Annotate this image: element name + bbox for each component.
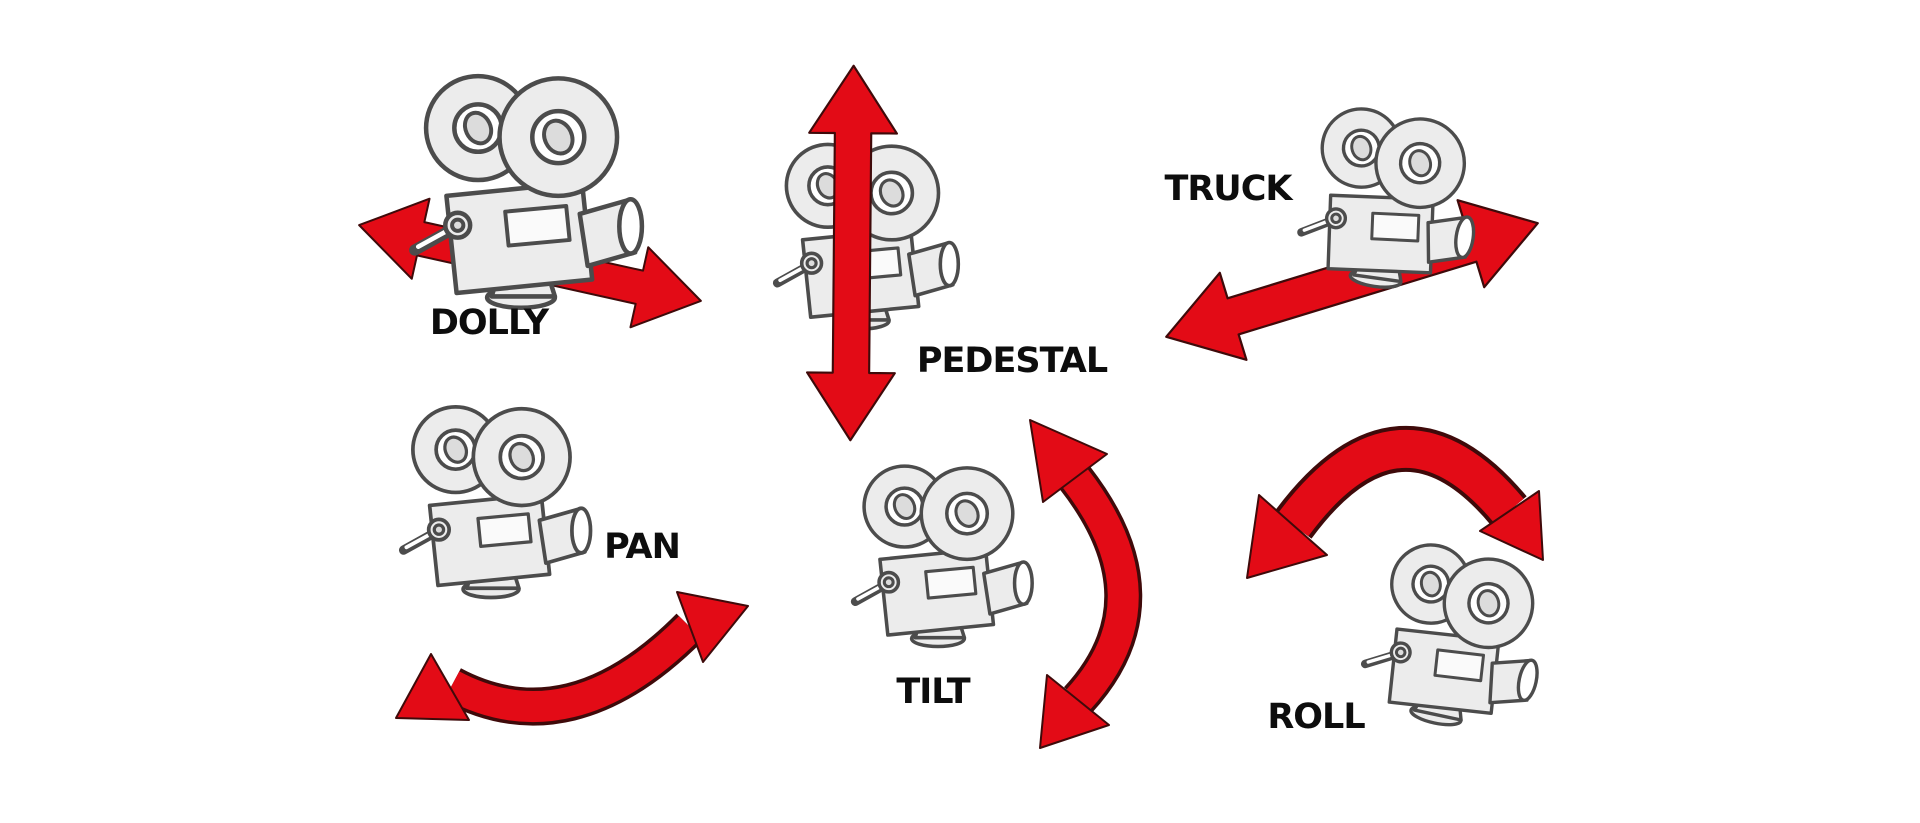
- label-truck: TRUCK: [1164, 169, 1292, 209]
- truck-figure: [1151, 103, 1553, 382]
- pan-camera-icon: [404, 407, 591, 598]
- pan-figure: [395, 407, 749, 726]
- label-tilt: TILT: [896, 672, 970, 712]
- tilt-camera-icon: [855, 466, 1032, 646]
- label-pan: PAN: [604, 527, 681, 567]
- roll-camera-icon: [1356, 536, 1559, 742]
- roll-figure: [1246, 426, 1560, 742]
- label-pedestal: PEDESTAL: [916, 341, 1108, 381]
- label-dolly: DOLLY: [429, 303, 549, 343]
- label-roll: ROLL: [1267, 697, 1365, 737]
- tilt-figure: [855, 419, 1143, 749]
- pedestal-figure: [777, 64, 958, 442]
- dolly-figure: [349, 76, 711, 342]
